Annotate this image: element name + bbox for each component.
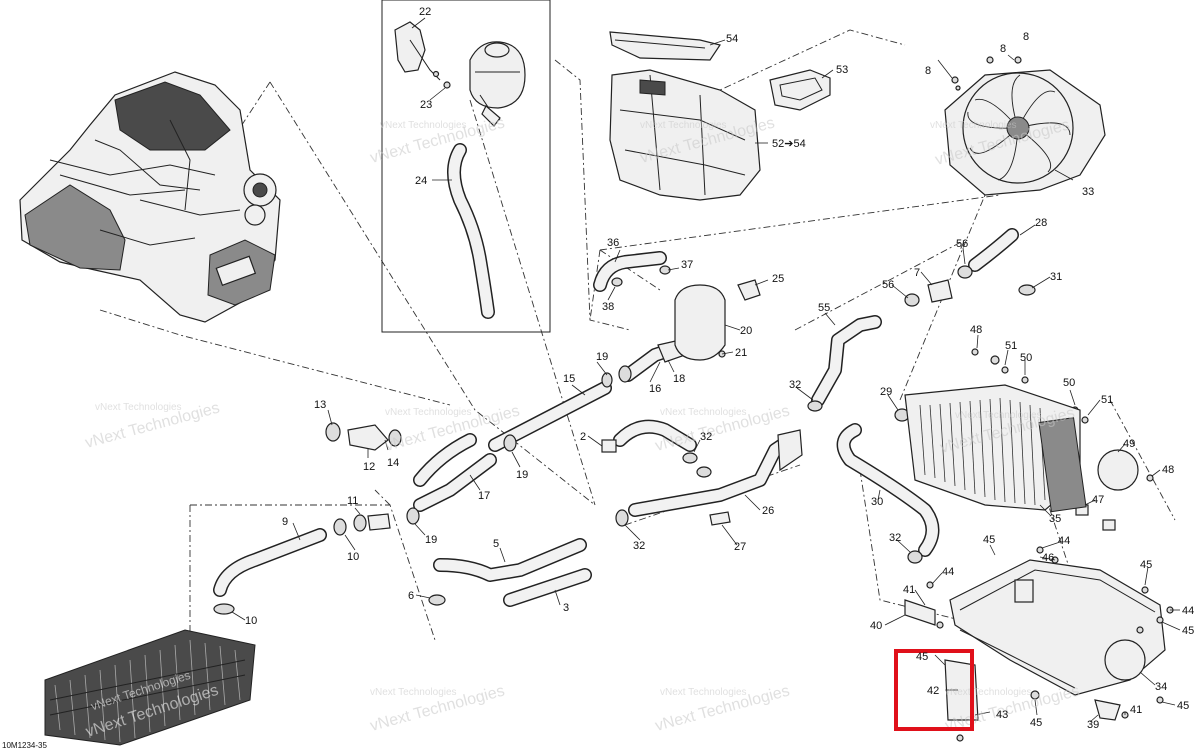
expansion-tank-inset xyxy=(381,0,551,333)
callout-11: 11 xyxy=(347,495,358,507)
callout-39: 39 xyxy=(1087,719,1099,731)
callout-25: 25 xyxy=(772,273,784,285)
callout-8b: 8 xyxy=(1000,43,1006,55)
callout-40: 40 xyxy=(870,620,882,632)
callout-42: 42 xyxy=(927,685,939,697)
callout-13: 13 xyxy=(314,399,326,411)
callout-labels: 22 23 24 54 53 52➔54 8 8 8 33 36 37 38 2… xyxy=(245,6,1194,731)
svg-text:vNext Technologies: vNext Technologies xyxy=(660,687,747,698)
callout-32b: 32 xyxy=(633,540,645,552)
svg-text:vNext Technologies: vNext Technologies xyxy=(380,120,467,131)
callout-44b: 44 xyxy=(942,566,954,578)
callout-51b: 51 xyxy=(1101,394,1113,406)
callout-8c: 8 xyxy=(1023,31,1029,43)
callout-50a: 50 xyxy=(1020,352,1032,364)
callout-45e: 45 xyxy=(1177,700,1189,712)
coolant-hoses xyxy=(213,228,1019,607)
callout-21: 21 xyxy=(735,347,747,359)
highlight-box-part-42 xyxy=(894,649,974,731)
svg-text:vNext Technologies: vNext Technologies xyxy=(955,410,1042,421)
callout-51a: 51 xyxy=(1005,340,1017,352)
svg-text:vNext Technologies: vNext Technologies xyxy=(370,687,457,698)
callout-45f: 45 xyxy=(916,651,928,663)
callout-7: 7 xyxy=(914,267,920,279)
callout-17: 17 xyxy=(478,490,490,502)
callout-41a: 41 xyxy=(903,584,915,596)
callout-35: 35 xyxy=(1049,513,1061,525)
callout-6: 6 xyxy=(408,590,414,602)
radiator-mounting-bracket xyxy=(904,546,1174,742)
callout-26: 26 xyxy=(762,505,774,517)
callout-2: 2 xyxy=(580,431,586,443)
callout-8a: 8 xyxy=(925,65,931,77)
air-intake-duct-assembly xyxy=(609,31,831,201)
callout-16: 16 xyxy=(649,383,661,395)
callout-19a: 19 xyxy=(596,351,608,363)
callout-43: 43 xyxy=(996,709,1008,721)
callout-23: 23 xyxy=(420,99,432,111)
svg-text:vNext Technologies: vNext Technologies xyxy=(385,407,472,418)
callout-32a: 32 xyxy=(700,431,712,443)
callout-15: 15 xyxy=(563,373,575,385)
callout-52: 52➔54 xyxy=(772,138,806,150)
callout-44a: 44 xyxy=(1058,535,1070,547)
radiator xyxy=(904,384,1087,513)
callout-29: 29 xyxy=(880,386,892,398)
callout-49: 49 xyxy=(1123,438,1135,450)
callout-31: 31 xyxy=(1050,271,1062,283)
document-reference: 10M1234-35 xyxy=(2,741,47,750)
callout-3: 3 xyxy=(563,602,569,614)
callout-34: 34 xyxy=(1155,681,1167,693)
callout-leader-lines xyxy=(231,17,1181,723)
callout-46: 46 xyxy=(1042,552,1054,564)
callout-36: 36 xyxy=(607,237,619,249)
callout-53: 53 xyxy=(836,64,848,76)
callout-38: 38 xyxy=(602,301,614,313)
callout-30: 30 xyxy=(871,496,883,508)
callout-55: 55 xyxy=(818,302,830,314)
callout-19b: 19 xyxy=(516,469,528,481)
callout-56b: 56 xyxy=(956,238,968,250)
callout-22: 22 xyxy=(419,6,431,18)
callout-47: 47 xyxy=(1092,494,1104,506)
callout-10a: 10 xyxy=(347,551,359,563)
callout-19c: 19 xyxy=(425,534,437,546)
callout-28: 28 xyxy=(1035,217,1047,229)
callout-14: 14 xyxy=(387,457,399,469)
callout-32c: 32 xyxy=(789,379,801,391)
callout-27: 27 xyxy=(734,541,746,553)
callout-48b: 48 xyxy=(1162,464,1174,476)
svg-text:vNext Technologies: vNext Technologies xyxy=(640,120,727,131)
callout-45d: 45 xyxy=(1030,717,1042,729)
svg-text:vNext Technologies: vNext Technologies xyxy=(95,402,182,413)
engine-assembly xyxy=(19,71,281,323)
callout-20: 20 xyxy=(740,325,752,337)
callout-37: 37 xyxy=(681,259,693,271)
callout-5: 5 xyxy=(493,538,499,550)
svg-text:vNext Technologies: vNext Technologies xyxy=(660,407,747,418)
callout-9: 9 xyxy=(282,516,288,528)
callout-24: 24 xyxy=(415,175,427,187)
callout-45a: 45 xyxy=(983,534,995,546)
callout-32d: 32 xyxy=(889,532,901,544)
callout-45c: 45 xyxy=(1182,625,1194,637)
callout-45b: 45 xyxy=(1140,559,1152,571)
callout-56a: 56 xyxy=(882,279,894,291)
callout-33: 33 xyxy=(1082,186,1094,198)
callout-50b: 50 xyxy=(1063,377,1075,389)
heat-exchanger xyxy=(44,629,256,746)
callout-10b: 10 xyxy=(245,615,257,627)
callout-41b: 41 xyxy=(1130,704,1142,716)
callout-12: 12 xyxy=(363,461,375,473)
svg-text:vNext Technologies: vNext Technologies xyxy=(945,687,1032,698)
callout-44c: 44 xyxy=(1182,605,1194,617)
svg-text:vNext Technologies: vNext Technologies xyxy=(930,120,1017,131)
callout-18: 18 xyxy=(673,373,685,385)
callout-54: 54 xyxy=(726,33,738,45)
cooling-fan-assembly xyxy=(944,56,1106,196)
callout-48a: 48 xyxy=(970,324,982,336)
